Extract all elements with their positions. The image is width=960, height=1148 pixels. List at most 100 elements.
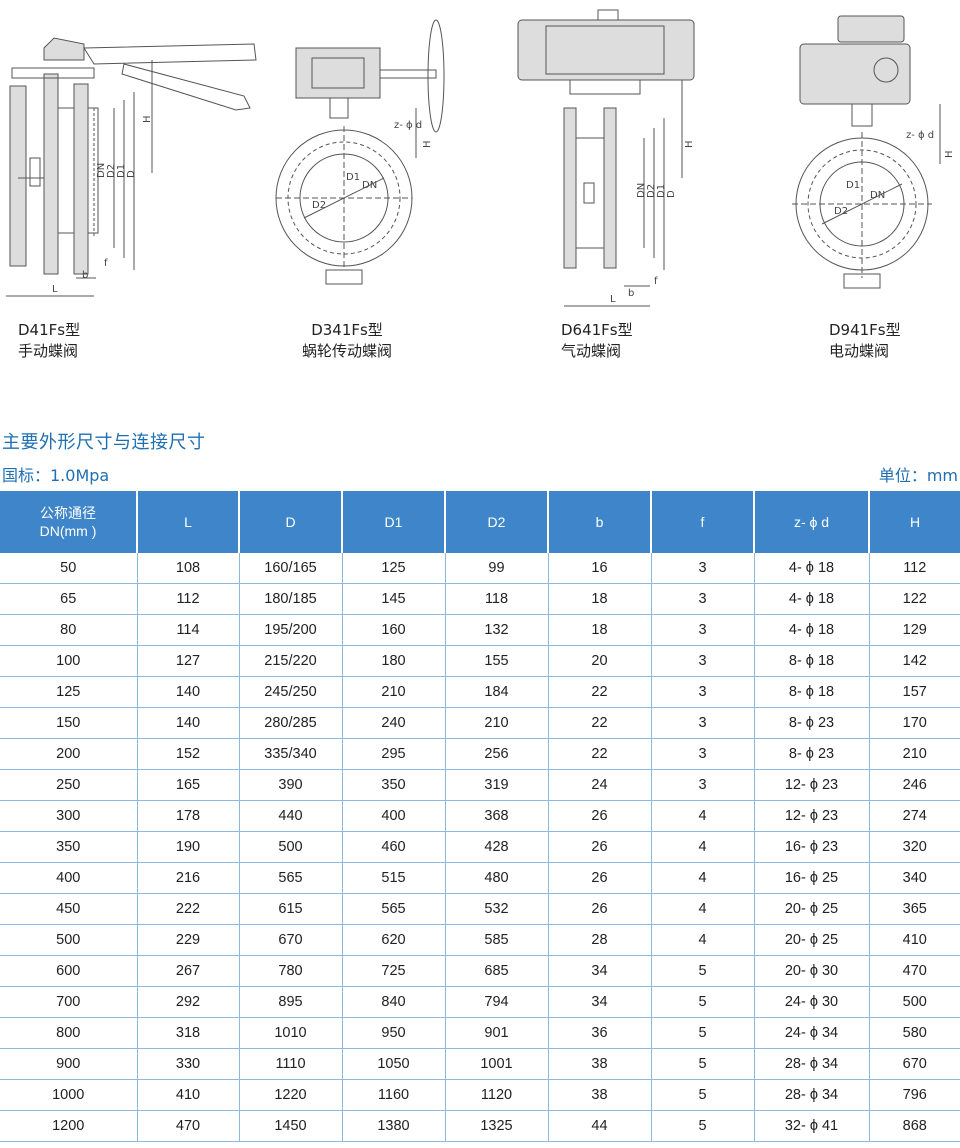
cell-f: 4 <box>651 831 755 863</box>
cell-z-phi-d: 16- ϕ 23 <box>754 831 870 863</box>
cell-h: 796 <box>869 1079 960 1111</box>
cell-f: 3 <box>651 707 755 739</box>
dim-label-b-3: b <box>628 288 634 299</box>
dim-label-L: L <box>52 284 58 295</box>
dim-label-b: b <box>82 270 88 281</box>
cell-dn: 50 <box>0 553 138 584</box>
cell-f: 5 <box>651 986 755 1018</box>
cell-l: 140 <box>137 707 240 739</box>
cell-h: 500 <box>869 986 960 1018</box>
cell-h: 112 <box>869 553 960 584</box>
cell-f: 3 <box>651 738 755 770</box>
cell-l: 140 <box>137 676 240 708</box>
table-header-row: 公称通径 DN(mm ) L D D1 D2 b f z- ϕ d H <box>0 491 960 553</box>
cell-z-phi-d: 4- ϕ 18 <box>754 583 870 615</box>
unit-label: 单位：mm <box>878 466 958 485</box>
cell-b: 44 <box>548 1110 652 1142</box>
cell-f: 3 <box>651 645 755 677</box>
dim-label-D-3: D <box>666 190 677 198</box>
dim-label-D2: D2 <box>106 164 117 178</box>
header-d: D <box>239 491 343 553</box>
model-name: 电动蝶阀 <box>829 342 890 360</box>
header-dn: 公称通径 DN(mm ) <box>0 491 138 553</box>
cell-b: 22 <box>548 738 652 770</box>
cell-h: 470 <box>869 955 960 987</box>
dim-label-D2-4: D2 <box>834 206 848 217</box>
dim-label-z-4: z- ϕ d <box>906 130 934 141</box>
dim-label-f: f <box>104 258 108 269</box>
standard-label: 国标：1.0Mpa <box>2 466 110 485</box>
valve-drawings: L b f DN D2 D1 D H D41Fs型 手动蝶阀 <box>0 0 960 380</box>
dim-label-H-3: H <box>684 140 695 148</box>
cell-d2: 428 <box>445 831 549 863</box>
cell-dn: 150 <box>0 707 138 739</box>
cell-f: 5 <box>651 955 755 987</box>
cell-d: 280/285 <box>239 707 343 739</box>
cell-z-phi-d: 24- ϕ 30 <box>754 986 870 1018</box>
cell-f: 4 <box>651 862 755 894</box>
dim-label-DN-2: DN <box>362 180 377 191</box>
cell-d1: 725 <box>342 955 446 987</box>
cell-d: 1110 <box>239 1048 343 1080</box>
dim-label-DN: DN <box>96 163 107 178</box>
cell-b: 24 <box>548 769 652 801</box>
cell-f: 4 <box>651 800 755 832</box>
cell-dn: 1000 <box>0 1079 138 1111</box>
cell-h: 868 <box>869 1110 960 1142</box>
cell-l: 330 <box>137 1048 240 1080</box>
dim-label-DN-3: DN <box>636 183 647 198</box>
cell-h: 129 <box>869 614 960 646</box>
cell-b: 26 <box>548 862 652 894</box>
model-code: D341Fs型 <box>311 321 383 339</box>
cell-l: 127 <box>137 645 240 677</box>
cell-d2: 1325 <box>445 1110 549 1142</box>
cell-z-phi-d: 28- ϕ 34 <box>754 1048 870 1080</box>
cell-d: 335/340 <box>239 738 343 770</box>
cell-d: 780 <box>239 955 343 987</box>
cell-z-phi-d: 12- ϕ 23 <box>754 769 870 801</box>
cell-dn: 450 <box>0 893 138 925</box>
cell-l: 190 <box>137 831 240 863</box>
cell-d1: 125 <box>342 553 446 584</box>
cell-d2: 210 <box>445 707 549 739</box>
cell-f: 4 <box>651 924 755 956</box>
model-code: D41Fs型 <box>18 321 81 339</box>
cell-dn: 1200 <box>0 1110 138 1142</box>
cell-f: 3 <box>651 583 755 615</box>
cell-l: 216 <box>137 862 240 894</box>
cell-d2: 532 <box>445 893 549 925</box>
cell-d1: 400 <box>342 800 446 832</box>
cell-d: 895 <box>239 986 343 1018</box>
cell-h: 410 <box>869 924 960 956</box>
dim-label-D1-2: D1 <box>346 172 360 183</box>
section-title: 主要外形尺寸与连接尺寸 <box>2 432 206 453</box>
cell-dn: 800 <box>0 1017 138 1049</box>
cell-h: 142 <box>869 645 960 677</box>
cell-d: 1450 <box>239 1110 343 1142</box>
cell-z-phi-d: 8- ϕ 18 <box>754 676 870 708</box>
cell-d2: 118 <box>445 583 549 615</box>
cell-d1: 295 <box>342 738 446 770</box>
dim-label-D1-4: D1 <box>846 180 860 191</box>
drawing-pneumatic-valve: L b f DN D2 D1 D H <box>514 8 714 313</box>
cell-h: 580 <box>869 1017 960 1049</box>
cell-d2: 480 <box>445 862 549 894</box>
cell-d2: 155 <box>445 645 549 677</box>
cell-h: 246 <box>869 769 960 801</box>
header-l: L <box>137 491 240 553</box>
cell-f: 3 <box>651 553 755 584</box>
header-d1: D1 <box>342 491 446 553</box>
dim-label-D: D <box>126 170 137 178</box>
model-name: 气动蝶阀 <box>561 342 622 360</box>
